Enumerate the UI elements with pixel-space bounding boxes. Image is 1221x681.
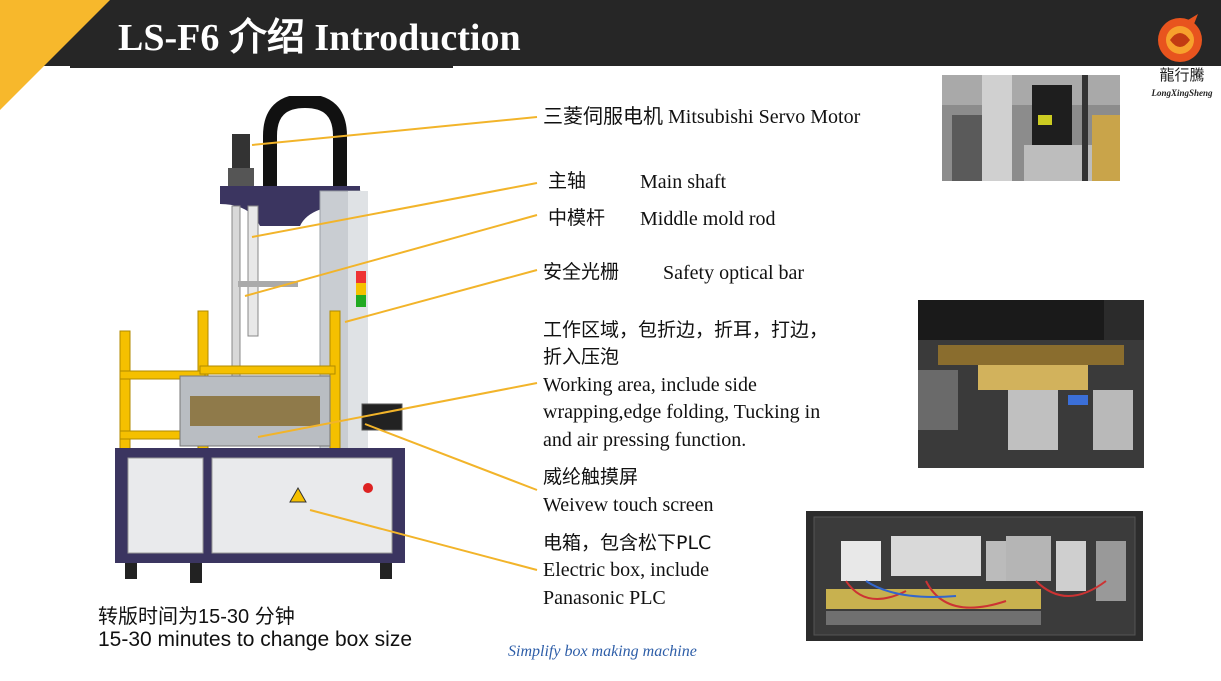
label-main-shaft-en: Main shaft	[640, 171, 727, 193]
servo-motor-photo	[942, 75, 1120, 181]
logo-text-cn: 龍行騰	[1159, 66, 1204, 84]
footer-tagline: Simplify box making machine	[508, 643, 697, 660]
label-working-cn-2: 折入压泡	[543, 346, 620, 368]
leader-electric	[309, 509, 538, 571]
label-touch-en: Weivew touch screen	[543, 494, 714, 516]
label-safety-en: Safety optical bar	[663, 262, 805, 284]
label-working-en-1: Working area, include side	[543, 374, 757, 396]
header-accent-triangle	[0, 0, 110, 110]
label-safety-cn: 安全光栅	[543, 261, 620, 283]
label-electric-cn: 电箱，包含松下PLC	[543, 532, 712, 554]
leader-working	[257, 382, 538, 438]
electric-box-photo	[806, 511, 1143, 641]
label-working-en-2: wrapping,edge folding, Tucking in	[543, 401, 821, 423]
company-logo: 龍行騰 LongXingSheng	[1150, 10, 1214, 102]
label-electric-en-1: Electric box, include	[543, 559, 710, 581]
label-middle-mold-en: Middle mold rod	[640, 208, 776, 230]
leader-main-shaft	[251, 182, 538, 238]
logo-text-en: LongXingSheng	[1150, 88, 1213, 98]
label-working-cn-1: 工作区域，包折边，折耳，打边，	[543, 319, 829, 341]
machine-image	[110, 96, 420, 596]
header-bar	[0, 0, 1221, 66]
label-electric-en-2: Panasonic PLC	[543, 587, 666, 609]
label-main-shaft-cn: 主轴	[548, 170, 587, 192]
leader-safety	[344, 269, 538, 323]
working-area-photo	[918, 300, 1144, 468]
leader-touch	[364, 423, 538, 491]
label-working-en-3: and air pressing function.	[543, 429, 747, 451]
leader-middle-mold	[244, 214, 538, 297]
header-underline	[70, 66, 453, 68]
change-time-en: 15-30 minutes to change box size	[98, 628, 413, 651]
page-title: LS-F6 介绍 Introduction	[118, 17, 521, 59]
change-time-cn: 转版时间为15-30 分钟	[98, 606, 295, 628]
label-middle-mold-cn: 中模杆	[548, 207, 606, 229]
label-touch-cn: 威纶触摸屏	[543, 466, 639, 488]
label-servo-motor: 三菱伺服电机 Mitsubishi Servo Motor	[543, 106, 861, 128]
leader-servo	[251, 116, 538, 146]
